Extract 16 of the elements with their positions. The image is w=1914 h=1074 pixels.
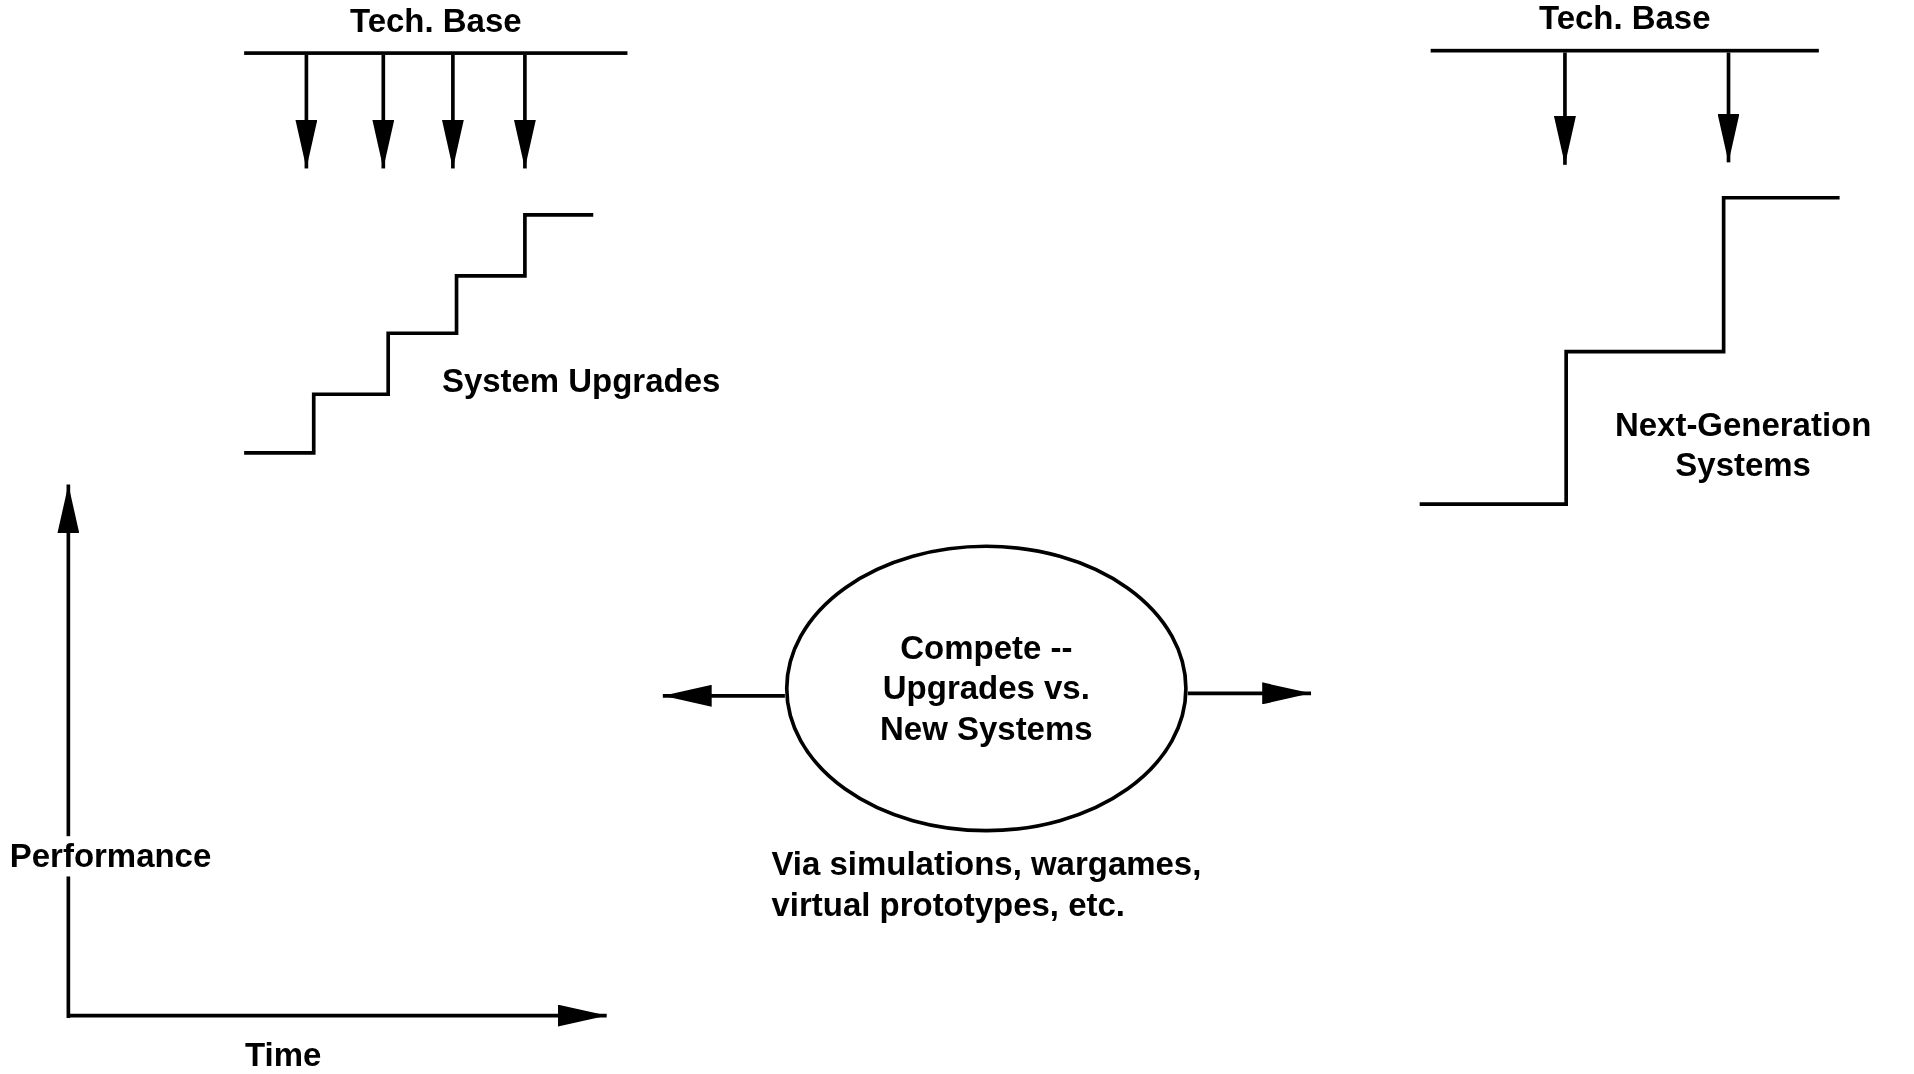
- text-label: Time: [244, 1035, 323, 1074]
- arrow: [1187, 682, 1312, 705]
- arrow: [513, 54, 536, 169]
- node-text: Compete -- Upgrades vs. New Systems: [879, 628, 1094, 749]
- arrow: [295, 54, 318, 169]
- bar-heading: Tech. Base: [350, 2, 522, 40]
- text-label: Next-Generation Systems: [1613, 405, 1873, 486]
- bar-heading: Tech. Base: [1538, 0, 1711, 37]
- arrow: [372, 54, 395, 169]
- caption-text: Via simulations, wargames, virtual prototypes, etc.: [771, 844, 1203, 925]
- arrow: [1553, 52, 1576, 165]
- ellipse-node: [784, 544, 1188, 833]
- arrow: [662, 684, 785, 707]
- arrow: [441, 54, 464, 169]
- text-label: System Upgrades: [441, 361, 722, 402]
- arrow: [1717, 52, 1740, 163]
